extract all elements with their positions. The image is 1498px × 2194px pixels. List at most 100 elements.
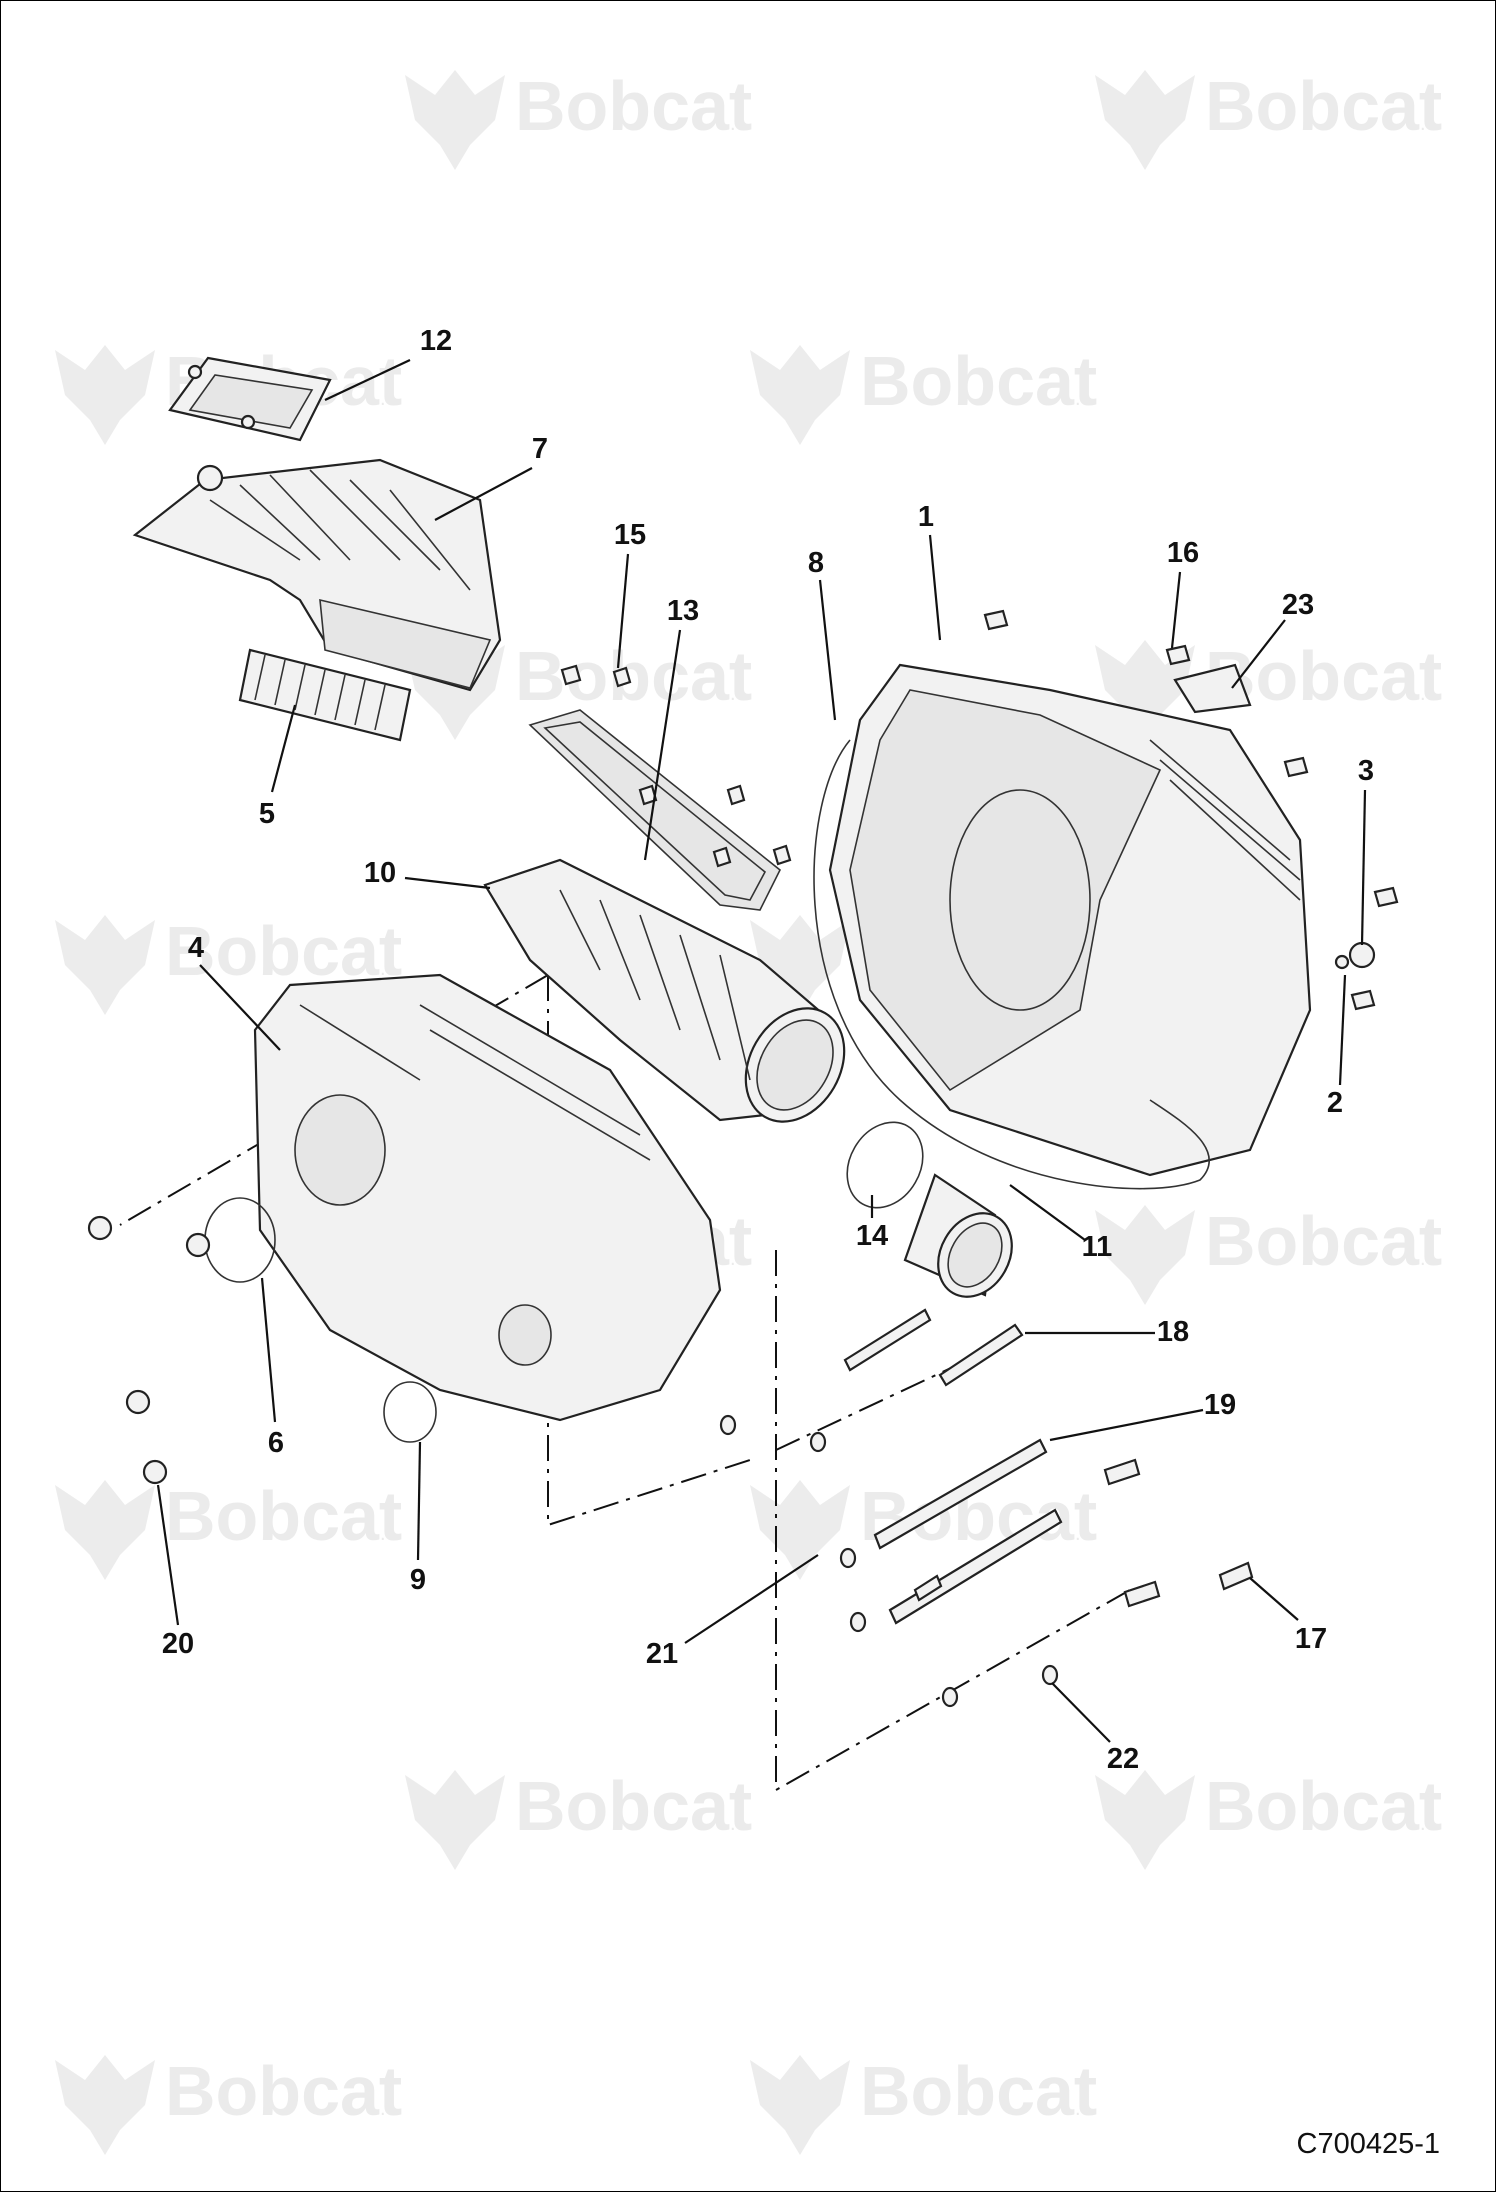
leader-line-2 <box>1338 974 1347 1086</box>
bobcat-logo-icon <box>55 1480 155 1580</box>
callout-15: 15 <box>614 519 646 551</box>
bobcat-logo-icon <box>1095 1770 1195 1870</box>
part-21-washers <box>719 1414 867 1633</box>
leader-line-20 <box>156 1484 180 1626</box>
leader-line-15 <box>616 553 630 669</box>
part-19-long-bolts <box>873 1438 1063 1625</box>
watermark-reg-mark: . <box>730 683 736 705</box>
watermark-text: Bobcat <box>515 637 752 715</box>
part-14-hose-clamp <box>846 1121 924 1209</box>
part-5-screen <box>238 648 412 742</box>
watermark-text: Bobcat <box>1205 67 1442 145</box>
leader-line-17 <box>1249 1577 1299 1621</box>
bobcat-watermark: Bobcat. <box>405 67 752 170</box>
watermark-reg-mark: . <box>1075 2098 1081 2120</box>
callout-18: 18 <box>1157 1316 1189 1348</box>
callout-6: 6 <box>268 1427 284 1459</box>
leader-line-23 <box>1231 619 1286 689</box>
watermark-text: Bobcat <box>1205 1202 1442 1280</box>
part-9-o-ring-small <box>383 1381 437 1443</box>
part-11-coupler <box>903 1173 1013 1298</box>
watermark-reg-mark: . <box>730 1248 736 1270</box>
watermark-reg-mark: . <box>1420 113 1426 135</box>
part-17-bolts <box>1103 1458 1254 1608</box>
leader-line-22 <box>1051 1682 1111 1743</box>
watermark-reg-mark: . <box>1420 1813 1426 1835</box>
callout-7: 7 <box>532 433 548 465</box>
part-22-washers <box>941 1664 1059 1708</box>
callout-20: 20 <box>162 1628 194 1660</box>
watermark-reg-mark: . <box>1420 1248 1426 1270</box>
watermark-text: Bobcat <box>860 2052 1097 2130</box>
watermark-reg-mark: . <box>1075 1523 1081 1545</box>
part-6-o-ring <box>204 1197 276 1283</box>
bobcat-watermark: Bobcat. <box>1095 1202 1442 1305</box>
watermark-text: Bobcat <box>515 1767 752 1845</box>
leader-line-6 <box>260 1277 277 1423</box>
watermark-reg-mark: . <box>380 388 386 410</box>
callout-8: 8 <box>808 547 824 579</box>
leader-line-11 <box>1009 1184 1086 1241</box>
callout-12: 12 <box>420 325 452 357</box>
bobcat-logo-icon <box>405 1770 505 1870</box>
watermark-text: Bobcat <box>1205 1767 1442 1845</box>
bobcat-watermark: Bobcat. <box>55 2052 402 2155</box>
callout-11: 11 <box>1082 1231 1113 1263</box>
callout-4: 4 <box>188 932 204 964</box>
watermark-reg-mark: . <box>730 1813 736 1835</box>
watermark-reg-mark: . <box>380 2098 386 2120</box>
watermark-reg-mark: . <box>1420 683 1426 705</box>
bobcat-logo-icon <box>750 1480 850 1580</box>
leader-line-12 <box>324 359 411 401</box>
bobcat-logo-icon <box>750 2055 850 2155</box>
part-3-rubber-grommet <box>1348 941 1376 969</box>
callout-5: 5 <box>259 798 275 830</box>
watermark-text: Bobcat <box>165 912 402 990</box>
bobcat-logo-icon <box>1095 70 1195 170</box>
bobcat-logo-icon <box>55 915 155 1015</box>
part-18-long-bolts <box>843 1308 1024 1387</box>
watermark-text: Bobcat <box>165 2052 402 2130</box>
bobcat-watermark: Bobcat. <box>750 342 1097 445</box>
part-8-gasket <box>813 739 1210 1190</box>
part-7-outlet-duct <box>132 458 502 692</box>
leader-line-9 <box>416 1441 422 1561</box>
leader-line-19 <box>1049 1408 1204 1442</box>
callout-22: 22 <box>1107 1743 1139 1775</box>
callout-14: 14 <box>856 1220 888 1252</box>
watermark-text: Bobcat <box>165 1477 402 1555</box>
leader-line-5 <box>270 704 297 793</box>
bobcat-watermark: Bobcat. <box>1095 67 1442 170</box>
bobcat-watermark: Bobcat. <box>55 912 402 1015</box>
watermark-reg-mark: . <box>380 958 386 980</box>
leader-line-4 <box>199 964 281 1051</box>
bobcat-logo-icon <box>55 2055 155 2155</box>
leader-line-13 <box>643 629 682 861</box>
part-1-outer-cover <box>828 663 1312 1177</box>
bobcat-logo-icon <box>750 915 850 1015</box>
part-2-clip <box>1334 954 1350 970</box>
callout-23: 23 <box>1282 589 1314 621</box>
leader-line-8 <box>818 579 837 721</box>
leader-line-10 <box>404 876 491 890</box>
callout-13: 13 <box>667 595 699 627</box>
part-10-inlet-duct <box>483 858 846 1123</box>
part-16-screws <box>983 609 1399 1011</box>
watermark-text: Bobcat <box>515 67 752 145</box>
callout-10: 10 <box>364 857 396 889</box>
bobcat-logo-icon <box>1095 1205 1195 1305</box>
watermark-reg-mark: . <box>1075 388 1081 410</box>
bobcat-logo-icon <box>405 70 505 170</box>
leader-line-3 <box>1360 789 1367 946</box>
callout-21: 21 <box>646 1638 678 1670</box>
callout-9: 9 <box>410 1564 426 1596</box>
callout-2: 2 <box>1327 1087 1343 1119</box>
callout-3: 3 <box>1358 755 1374 787</box>
leader-line-7 <box>434 467 533 521</box>
bobcat-watermark: Bobcat. <box>405 1767 752 1870</box>
part-12-plate <box>168 356 332 442</box>
bobcat-watermark: Bobcat. <box>1095 1767 1442 1870</box>
